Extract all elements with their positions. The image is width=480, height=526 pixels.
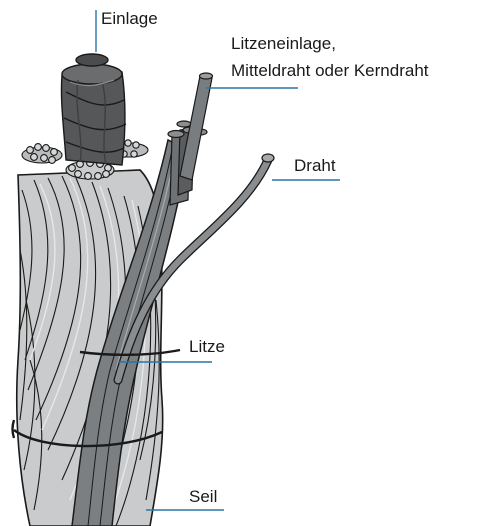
label-litze: Litze (189, 338, 225, 355)
label-einlage: Einlage (101, 10, 158, 27)
label-litzeneinlage-line2: Mitteldraht oder Kerndraht (231, 62, 429, 79)
label-litzeneinlage-line1: Litzeneinlage, (231, 35, 336, 52)
core-strand (168, 73, 213, 205)
label-draht: Draht (294, 157, 336, 174)
einlage-core (61, 54, 126, 165)
label-seil: Seil (189, 488, 217, 505)
